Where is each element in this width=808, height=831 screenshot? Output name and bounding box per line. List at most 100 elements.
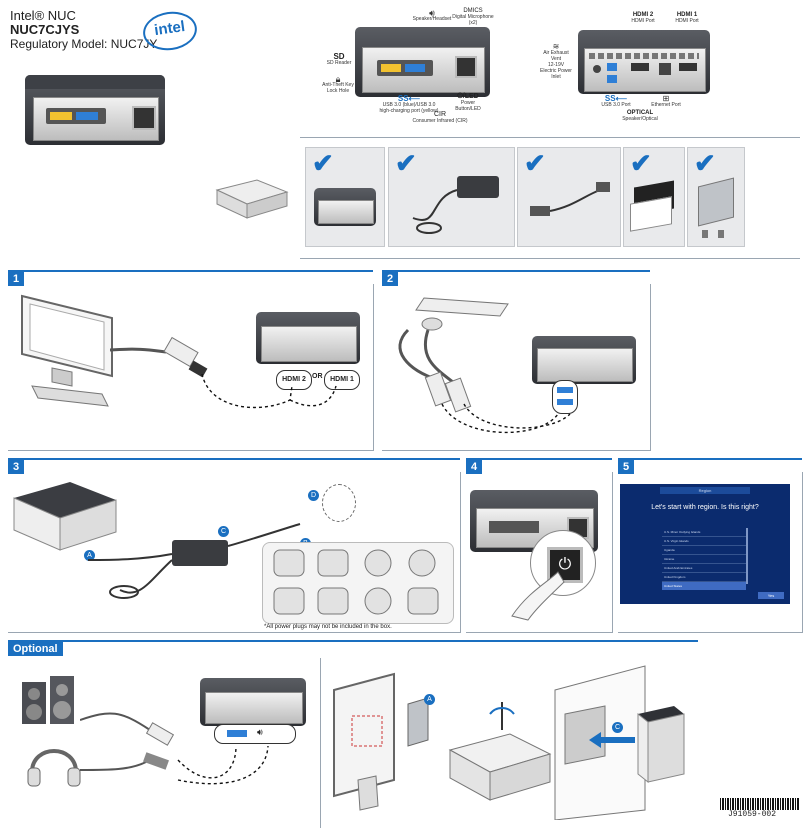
nuc-standing-image bbox=[628, 704, 688, 784]
barcode bbox=[720, 798, 800, 810]
step1-number: 1 bbox=[8, 272, 25, 286]
speaker-headset-label: Speaker/Headset bbox=[412, 16, 452, 22]
usb-port-callout bbox=[552, 380, 578, 414]
dmics-title: DMICS bbox=[463, 8, 483, 14]
power-icon: ⏻/LED bbox=[457, 93, 479, 100]
usb-ss-icon: SS⟵ bbox=[397, 94, 421, 103]
region-option[interactable]: United Kingdom bbox=[662, 573, 746, 582]
step5-panel bbox=[618, 472, 803, 633]
keyboard-mouse-image bbox=[388, 290, 518, 420]
check-icon: ✔ bbox=[694, 148, 716, 178]
setup-question: Let's start with region. Is this right? bbox=[651, 504, 759, 511]
nuc-side-image bbox=[10, 478, 120, 558]
plug-options-grid bbox=[273, 549, 439, 615]
label-a-mount: A bbox=[424, 694, 435, 705]
yes-button[interactable]: Yes bbox=[758, 592, 784, 599]
box-item-power-adapter: ✔ bbox=[388, 147, 515, 247]
label-c-mount: C bbox=[612, 722, 623, 733]
power-button-label: Power Button/LED bbox=[455, 100, 481, 112]
step3-header: 3 bbox=[8, 458, 460, 474]
step1-header: 1 bbox=[8, 270, 373, 286]
box-item-power-cord: ✔ bbox=[517, 147, 621, 247]
region-list: U.S. Minor Outlying Islands U.S. Virgin … bbox=[662, 528, 746, 590]
region-option[interactable]: Uganda bbox=[662, 546, 746, 555]
front-usb-label: USB 3.0 (blue)/USB 3.0 high-charging por… bbox=[379, 102, 439, 114]
step2-panel bbox=[382, 284, 651, 451]
power-inlet-label: Electric Power Inlet bbox=[540, 68, 572, 80]
box-item-nuc: ✔ bbox=[305, 147, 385, 247]
nuc-front-image-3 bbox=[200, 678, 306, 726]
box-item-documents: ✔ bbox=[623, 147, 685, 247]
product-brand: Intel® NUC bbox=[10, 8, 76, 23]
hdmi1-port-callout: HDMI 1 bbox=[324, 370, 360, 390]
or-text: OR bbox=[312, 373, 323, 380]
open-box-image bbox=[212, 170, 292, 220]
led-title: LED bbox=[464, 93, 479, 100]
hdmi2-title: HDMI 2 bbox=[632, 12, 654, 18]
region-option-selected[interactable]: United States bbox=[662, 582, 746, 590]
box-item-vesa-bracket: ✔ bbox=[687, 147, 745, 247]
regulatory-model: Regulatory Model: NUC7JY bbox=[10, 37, 158, 51]
plug-footnote: *All power plugs may not be included in … bbox=[264, 624, 392, 630]
region-option[interactable]: United Arab Emirates bbox=[662, 564, 746, 573]
back-usb-icon: SS⟵ bbox=[604, 94, 628, 103]
hdmi2-label: HDMI Port bbox=[631, 18, 655, 24]
cir-title: CIR bbox=[433, 111, 447, 118]
check-icon: ✔ bbox=[395, 148, 417, 178]
check-icon: ✔ bbox=[312, 148, 334, 178]
hdmi2-port-callout: HDMI 2 bbox=[276, 370, 312, 390]
label-c: C bbox=[218, 526, 229, 537]
step2-number: 2 bbox=[382, 272, 399, 286]
hdmi1-label: HDMI Port bbox=[675, 18, 699, 24]
audio-cable-image bbox=[80, 700, 200, 790]
air-vent-icon: ≋ bbox=[552, 42, 560, 51]
front-port-diagram bbox=[355, 27, 490, 97]
optional-title: Optional bbox=[8, 642, 63, 656]
step4-number: 4 bbox=[466, 460, 483, 474]
step1-dashed-path bbox=[201, 373, 337, 409]
step2-header: 2 bbox=[382, 270, 650, 286]
optional-header: Optional bbox=[8, 640, 698, 656]
region-option[interactable]: U.S. Minor Outlying Islands bbox=[662, 528, 746, 537]
region-option[interactable]: U.S. Virgin Islands bbox=[662, 537, 746, 546]
headset-icon: 🔊︎ bbox=[257, 727, 263, 737]
nuc-back-image-2 bbox=[532, 336, 636, 384]
step3-panel bbox=[8, 472, 461, 633]
wall-outlet-image bbox=[322, 484, 356, 522]
nuc-front-image bbox=[25, 75, 165, 145]
power-adapter-image bbox=[80, 520, 320, 610]
cir-label: Consumer Infrared (CIR) bbox=[412, 118, 468, 124]
headphones-image bbox=[26, 738, 82, 794]
step1-panel bbox=[8, 284, 374, 451]
lock-icon: 🔒︎ bbox=[335, 74, 341, 84]
speakers-image bbox=[18, 672, 78, 732]
sd-card-icon: SD bbox=[333, 52, 345, 61]
region-scrollbar[interactable] bbox=[746, 528, 748, 584]
back-port-diagram bbox=[578, 30, 710, 94]
air-vent-label: Air Exhaust Vent bbox=[543, 50, 569, 62]
setup-top-bar: Region bbox=[660, 487, 750, 494]
monitor-image bbox=[12, 290, 122, 410]
usb-audio-port-callout: 🔊︎ bbox=[214, 724, 296, 744]
label-a: A bbox=[84, 550, 95, 561]
product-model: NUC7CJYS bbox=[10, 22, 80, 37]
power-button-callout: ⏻ bbox=[530, 530, 596, 596]
step5-header: 5 bbox=[618, 458, 802, 474]
wall-mount-image bbox=[545, 660, 675, 820]
sd-reader-label: SD Reader bbox=[326, 60, 352, 66]
document-number: J91059-002 bbox=[728, 810, 777, 819]
hdmi-cable-image bbox=[110, 330, 220, 400]
step3-number: 3 bbox=[8, 460, 25, 474]
hdmi1-title: HDMI 1 bbox=[676, 12, 698, 18]
label-d: D bbox=[308, 490, 319, 501]
optional-divider bbox=[320, 658, 321, 828]
region-option[interactable]: Ukraine bbox=[662, 555, 746, 564]
dc-voltage: 12-19V bbox=[547, 62, 565, 68]
step4-panel bbox=[466, 472, 613, 633]
ethernet-label: Ethernet Port bbox=[651, 102, 681, 108]
ethernet-icon: ⊞ bbox=[662, 94, 670, 103]
vesa-mount-image bbox=[328, 670, 468, 820]
lock-hole-label: Anti-Theft Key Lock Hole bbox=[322, 82, 354, 94]
check-icon: ✔ bbox=[524, 148, 546, 178]
optical-title: OPTICAL bbox=[626, 110, 654, 116]
